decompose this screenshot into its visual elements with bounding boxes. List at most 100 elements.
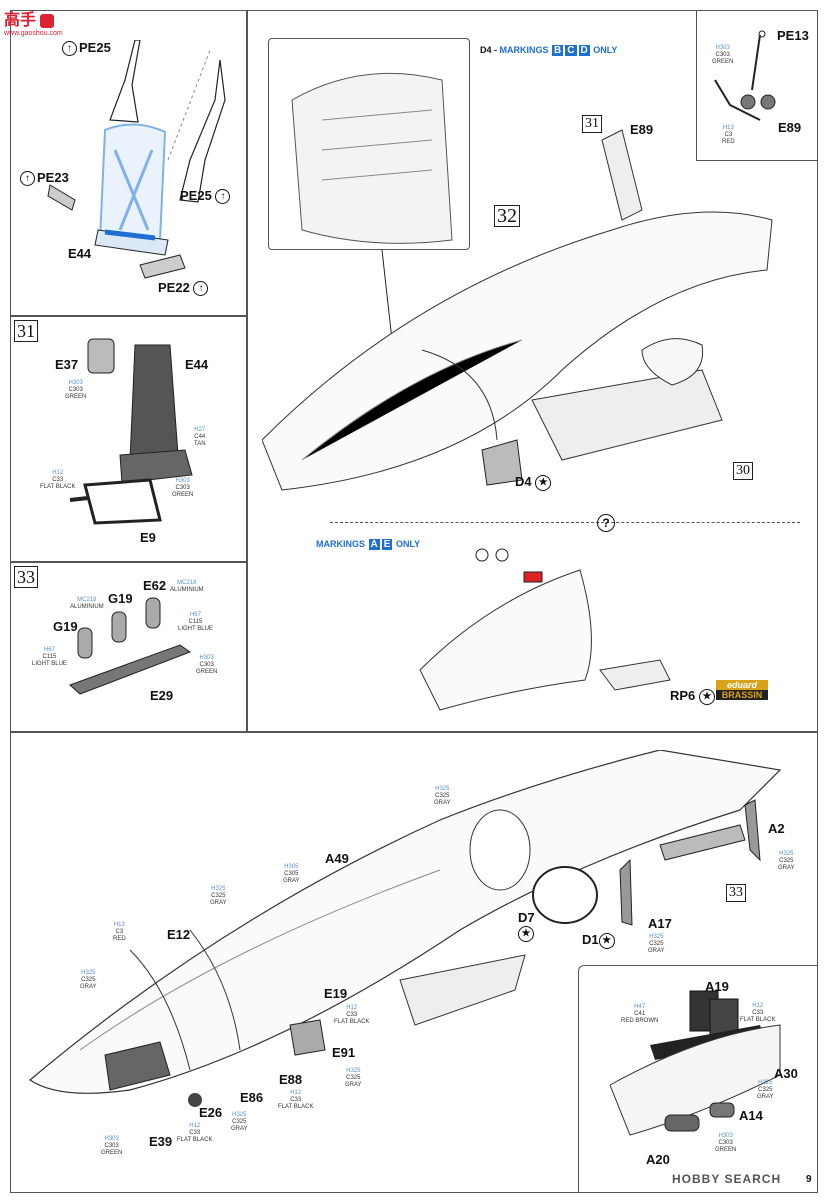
- part-a49: A49: [325, 851, 349, 866]
- panel-main-top: [246, 10, 818, 733]
- part-d7: D7★: [518, 910, 535, 942]
- part-a30: A30: [774, 1066, 798, 1081]
- panel-step-31: [10, 315, 248, 563]
- resin-star-icon: ★: [598, 932, 615, 949]
- panel-step-33: [10, 561, 248, 733]
- part-a17: A17: [648, 916, 672, 931]
- step-32: 32: [494, 205, 520, 227]
- panel-detail-inset: [268, 38, 470, 250]
- part-pe22: PE22 ↑: [158, 280, 210, 297]
- part-e62: E62: [143, 578, 167, 593]
- cockpit-drawing: [262, 72, 773, 491]
- part-pe23: ↑PE23: [20, 170, 69, 187]
- part-e89-inset: E89: [778, 120, 802, 135]
- fold-arrow-icon: ↑: [20, 171, 35, 187]
- part-pe13: PE13: [777, 28, 809, 43]
- part-pe25-right: PE25 ↑: [180, 188, 232, 205]
- part-e29: E29: [150, 688, 174, 703]
- part-e86: E86: [240, 1090, 264, 1105]
- part-e9: E9: [140, 530, 156, 545]
- step-33-ref: 33: [726, 884, 746, 902]
- panel-pe13-inset: [696, 10, 817, 161]
- part-rp6: RP6 ★: [670, 688, 715, 705]
- cockpit-drawing-ae: [419, 548, 671, 711]
- a19-drawing: [609, 990, 781, 1136]
- watermark-icon: [40, 13, 55, 28]
- part-a14: A14: [739, 1108, 763, 1123]
- watermark-hobby-search: HOBBY SEARCH: [672, 1172, 782, 1186]
- part-g19-a: G19: [108, 591, 133, 606]
- part-e19: E19: [324, 986, 348, 1001]
- part-g19-b: G19: [53, 619, 78, 634]
- brassin-top: eduard: [716, 680, 768, 690]
- step-31: 31: [14, 320, 38, 342]
- panel-seat-belts: [10, 10, 248, 317]
- question-icon-2: ?: [597, 514, 615, 532]
- part-a19: A19: [705, 979, 729, 994]
- seat-belts-drawing: [47, 40, 226, 279]
- fold-arrow-icon: ↑: [62, 41, 77, 57]
- part-e44: E44: [185, 357, 209, 372]
- part-e12: E12: [167, 927, 191, 942]
- part-d4: D4 ★: [515, 474, 552, 491]
- step-31-ref: 31: [582, 115, 602, 133]
- resin-star-icon: ★: [535, 474, 552, 491]
- separator-dashed: [330, 522, 800, 523]
- watermark-site: www.gaoshou.com: [4, 30, 63, 37]
- part-e44-top: E44: [68, 246, 92, 261]
- fold-arrow-icon: ↑: [215, 189, 231, 205]
- fire-bottles-drawing: [69, 597, 192, 695]
- part-e88: E88: [279, 1072, 303, 1087]
- resin-star-icon: ★: [698, 688, 715, 705]
- part-d1: D1★: [582, 932, 615, 949]
- step-33: 33: [14, 566, 38, 588]
- part-a2: A2: [768, 821, 785, 836]
- fold-arrow-icon: ↑: [193, 281, 209, 297]
- part-e89: E89: [630, 122, 654, 137]
- fuselage-drawing: [29, 750, 782, 1107]
- step-30-ref: 30: [733, 462, 753, 480]
- page-number: 9: [806, 1174, 812, 1185]
- part-e91: E91: [332, 1045, 356, 1060]
- seat-drawing: [69, 338, 193, 525]
- brassin-logo: eduard BRASSIN: [716, 680, 768, 700]
- part-a20: A20: [646, 1152, 670, 1167]
- resin-star-icon: ★: [518, 925, 534, 942]
- pe13-drawing: [714, 30, 776, 121]
- part-e26: E26: [199, 1105, 223, 1120]
- part-pe25-top: ↑PE25: [62, 40, 111, 57]
- part-e39: E39: [149, 1134, 173, 1149]
- watermark-chars: 高手: [4, 12, 37, 29]
- watermark-logo: 高手 www.gaoshou.com: [4, 6, 63, 37]
- brassin-bottom: BRASSIN: [716, 690, 768, 700]
